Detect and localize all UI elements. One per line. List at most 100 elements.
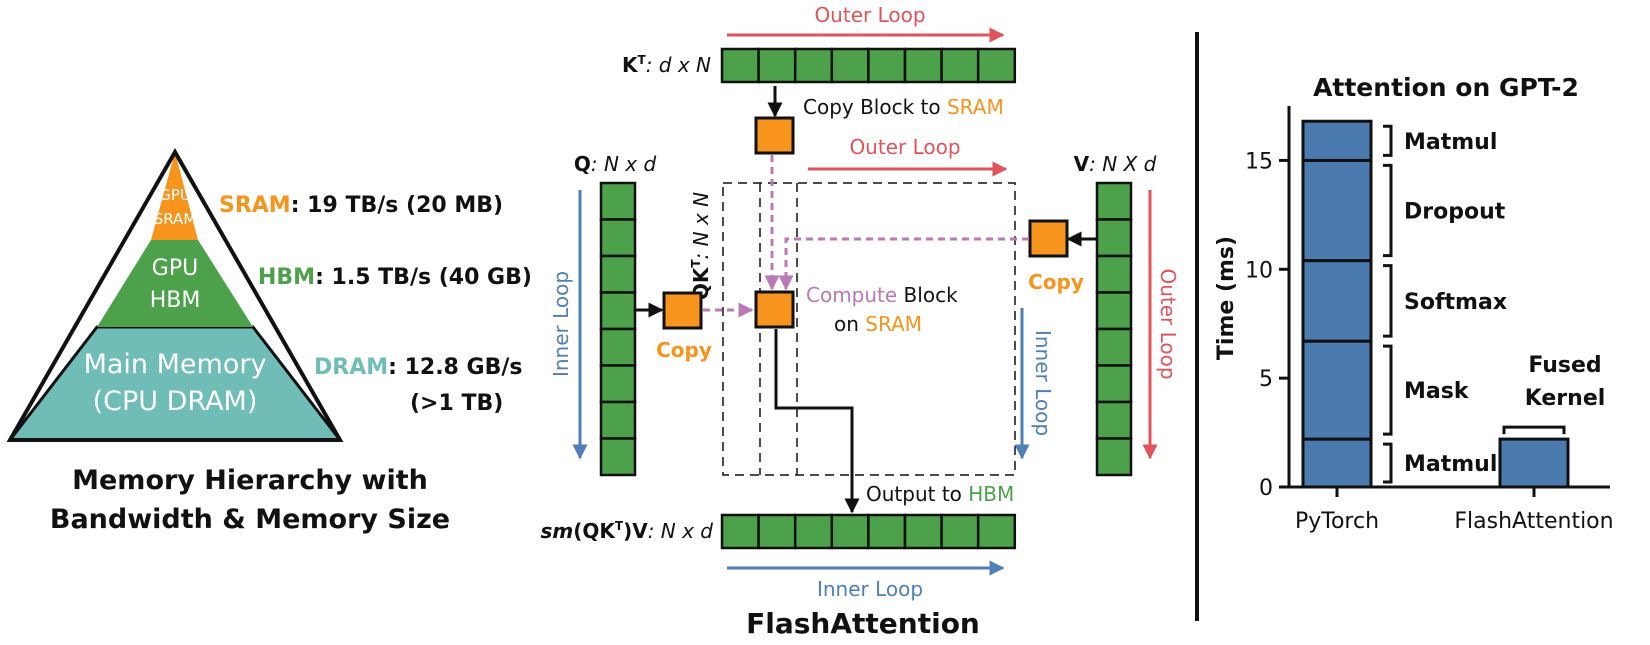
pyramid-sram-tier (151, 152, 198, 240)
x-tick-label: PyTorch (1295, 509, 1379, 534)
fused-bracket (1502, 425, 1566, 435)
v-cell (1095, 364, 1133, 404)
q-cell (599, 218, 637, 258)
hbm-tier-line2: HBM (150, 288, 201, 313)
segment-bracket (1383, 163, 1393, 258)
output-cell (903, 513, 943, 550)
y-tick-label: 15 (1245, 149, 1273, 174)
sram-value: : 19 TB/s (20 MB) (291, 193, 503, 218)
pyramid-dram-tier (6, 325, 344, 442)
segment-label: Matmul (1404, 452, 1497, 477)
kt-sup: T (638, 53, 647, 67)
segment-label: Matmul (1404, 130, 1497, 155)
kt-cell (940, 47, 980, 84)
kt-cell (757, 47, 797, 84)
inner-loop-bottom-label: Inner Loop (817, 577, 923, 601)
hbm-name: HBM (258, 265, 315, 290)
v-name: V (1074, 152, 1090, 176)
segment-label: Softmax (1404, 290, 1507, 315)
output-cell (757, 513, 797, 550)
chart-ylabel: Time (ms) (1214, 236, 1239, 360)
q-cell (599, 400, 637, 440)
bar-segment (1301, 158, 1373, 263)
dram-tier-line2: (CPU DRAM) (93, 386, 258, 417)
hbm-tier-line1: GPU (152, 256, 198, 281)
q-block-column (599, 181, 637, 477)
pyramid-outline (6, 147, 344, 442)
sram-tier-line1: GPU (159, 186, 191, 204)
sram-tier-line2: SRAM (154, 210, 197, 228)
compute-label-line2: on SRAM (834, 312, 922, 336)
qkt-sup: T (689, 259, 703, 268)
kt-cell (720, 47, 760, 84)
y-tick-label: 5 (1259, 367, 1273, 392)
dram-name: DRAM (314, 355, 388, 380)
copy-left-label: Copy (656, 338, 712, 362)
q-cell (599, 437, 637, 477)
kt-cell (793, 47, 834, 84)
segment-bracket (1383, 124, 1393, 157)
out-sm: sm (540, 519, 573, 543)
output-label: Output to HBM (866, 482, 1014, 506)
compute-sram: SRAM (865, 312, 922, 336)
memory-hierarchy: GPU SRAM GPU HBM Main Memory (CPU DRAM) … (6, 147, 532, 535)
output-cell (867, 513, 907, 550)
v-cell (1095, 218, 1133, 258)
segment-label: Mask (1404, 379, 1470, 404)
y-tick-label: 0 (1259, 476, 1273, 501)
v-cell (1095, 254, 1133, 294)
kt-block-row (720, 47, 1017, 84)
inner-loop-left-label: Inner Loop (549, 271, 573, 377)
bar-segment (1301, 437, 1373, 489)
bar-segment (1301, 339, 1373, 441)
kt-cell (976, 47, 1017, 84)
out-paren-open: (QK (573, 519, 616, 543)
kt-sram-block (754, 116, 795, 155)
output-path (774, 329, 860, 514)
hierarchy-caption-line2: Bandwidth & Memory Size (50, 504, 450, 535)
x-tick-label: FlashAttention (1454, 509, 1613, 534)
v-cell (1095, 181, 1133, 221)
copy-right-label: Copy (1028, 270, 1084, 294)
q-sram-block (662, 291, 703, 330)
copy-block-label: Copy Block to SRAM (803, 95, 1004, 119)
bar-segment (1301, 259, 1373, 343)
outer-loop-right-label: Outer Loop (1156, 268, 1180, 379)
outer-loop-top-label: Outer Loop (814, 3, 925, 27)
output-block-row (720, 513, 1017, 550)
copy-block-target: SRAM (947, 95, 1004, 119)
output-cell (976, 513, 1017, 550)
hierarchy-caption-line1: Memory Hierarchy with (72, 465, 428, 496)
dram-value: : 12.8 GB/s (388, 355, 522, 380)
v-block-column (1095, 181, 1133, 477)
v-to-compute-path (778, 237, 1029, 291)
output-cell (940, 513, 980, 550)
v-label: V: N X d (1074, 152, 1157, 176)
chart-title: Attention on GPT-2 (1313, 73, 1579, 102)
compute-word: Compute (806, 283, 897, 307)
out-paren-close: )V (623, 519, 648, 543)
output-row-label: sm(QKT)V: N x d (540, 519, 713, 543)
dram-size-label: (>1 TB) (410, 391, 503, 416)
q-cell (599, 181, 637, 221)
v-cell (1095, 400, 1133, 440)
q-label: Q: N x d (574, 152, 657, 176)
compute-rest: Block (897, 283, 958, 307)
kt-label: KT: d x N (622, 53, 711, 77)
q-dims: : N x d (591, 152, 657, 176)
kt-cell (830, 47, 870, 84)
y-tick-label: 10 (1245, 258, 1273, 283)
output-target: HBM (968, 482, 1014, 506)
bar-segment (1498, 437, 1570, 489)
copy-block-text: Copy Block to (803, 95, 947, 119)
q-cell (599, 291, 637, 331)
q-cell (599, 254, 637, 294)
q-cell (599, 364, 637, 404)
fused-annotation-line2: Kernel (1525, 386, 1606, 411)
segment-bracket (1383, 344, 1393, 436)
compute-label-line1: Compute Block (806, 283, 958, 307)
output-cell (830, 513, 870, 550)
chart-plot-area: 051015PyTorchMatmulMaskSoftmaxDropoutMat… (1245, 106, 1614, 534)
segment-bracket (1383, 264, 1393, 338)
